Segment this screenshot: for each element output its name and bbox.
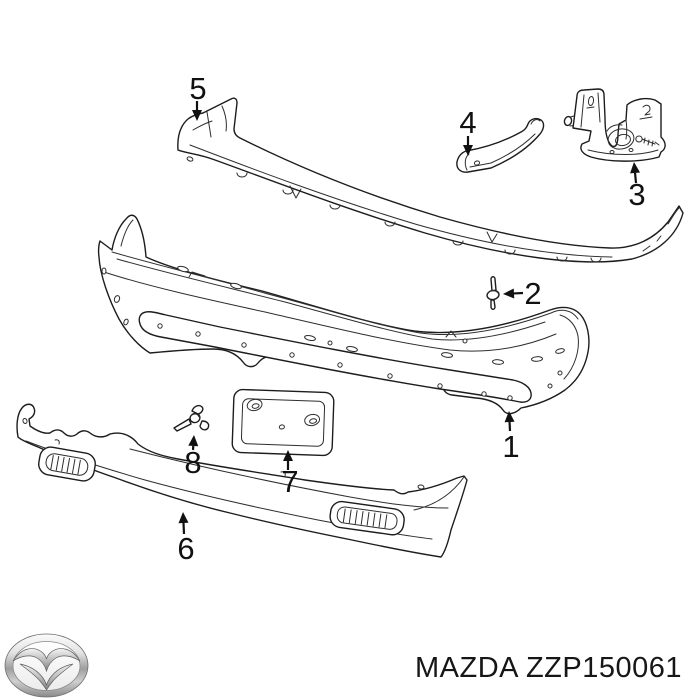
- callout-number-3: 3: [628, 177, 645, 212]
- callout-arrowhead-3: [630, 162, 641, 174]
- callout-number-5: 5: [189, 71, 206, 106]
- upper-bumper-strip-drawing: [177, 97, 684, 263]
- callout-number-6: 6: [177, 531, 194, 566]
- callout-arrowhead-7: [283, 450, 293, 461]
- callout-number-8: 8: [184, 445, 201, 480]
- license-bolt-drawing: [173, 404, 210, 432]
- front-bumper-face-bar-drawing: [97, 214, 590, 415]
- callout-8: 8: [184, 435, 202, 480]
- license-plate-bracket-drawing: [231, 388, 335, 457]
- lower-valance-panel-drawing: [16, 403, 468, 558]
- mazda-logo: [4, 633, 89, 698]
- mounting-bracket-drawing: [563, 88, 666, 162]
- callout-labels: 1 2 3 4 5 6 7 8: [177, 71, 645, 566]
- callout-6: 6: [177, 512, 195, 566]
- part-number-text: MAZDA ZZP150061: [415, 652, 682, 684]
- callout-1: 1: [502, 411, 520, 464]
- callout-number-7: 7: [281, 464, 298, 499]
- callout-arrowhead-5: [192, 110, 202, 121]
- bumper-side-bracket-drawing: [456, 117, 545, 173]
- callout-arrow-3: [633, 172, 638, 184]
- callout-5: 5: [189, 71, 207, 121]
- callout-number-2: 2: [524, 276, 541, 311]
- callout-arrow-6: [182, 522, 186, 535]
- callout-3: 3: [628, 162, 646, 212]
- callout-number-1: 1: [502, 429, 519, 464]
- callout-arrowhead-2: [503, 288, 515, 299]
- callout-7: 7: [281, 450, 299, 499]
- callout-arrowhead-6: [178, 512, 189, 524]
- callout-4: 4: [459, 105, 477, 156]
- mazda-wings-icon: [12, 648, 81, 673]
- fastener-pin-drawing: [486, 276, 500, 310]
- callout-arrowhead-8: [188, 435, 199, 447]
- mazda-wings-tail: [19, 663, 74, 691]
- callout-arrowhead-4: [463, 145, 473, 156]
- callout-arrowhead-1: [504, 411, 515, 423]
- callout-2: 2: [503, 276, 542, 311]
- callout-number-4: 4: [459, 105, 476, 140]
